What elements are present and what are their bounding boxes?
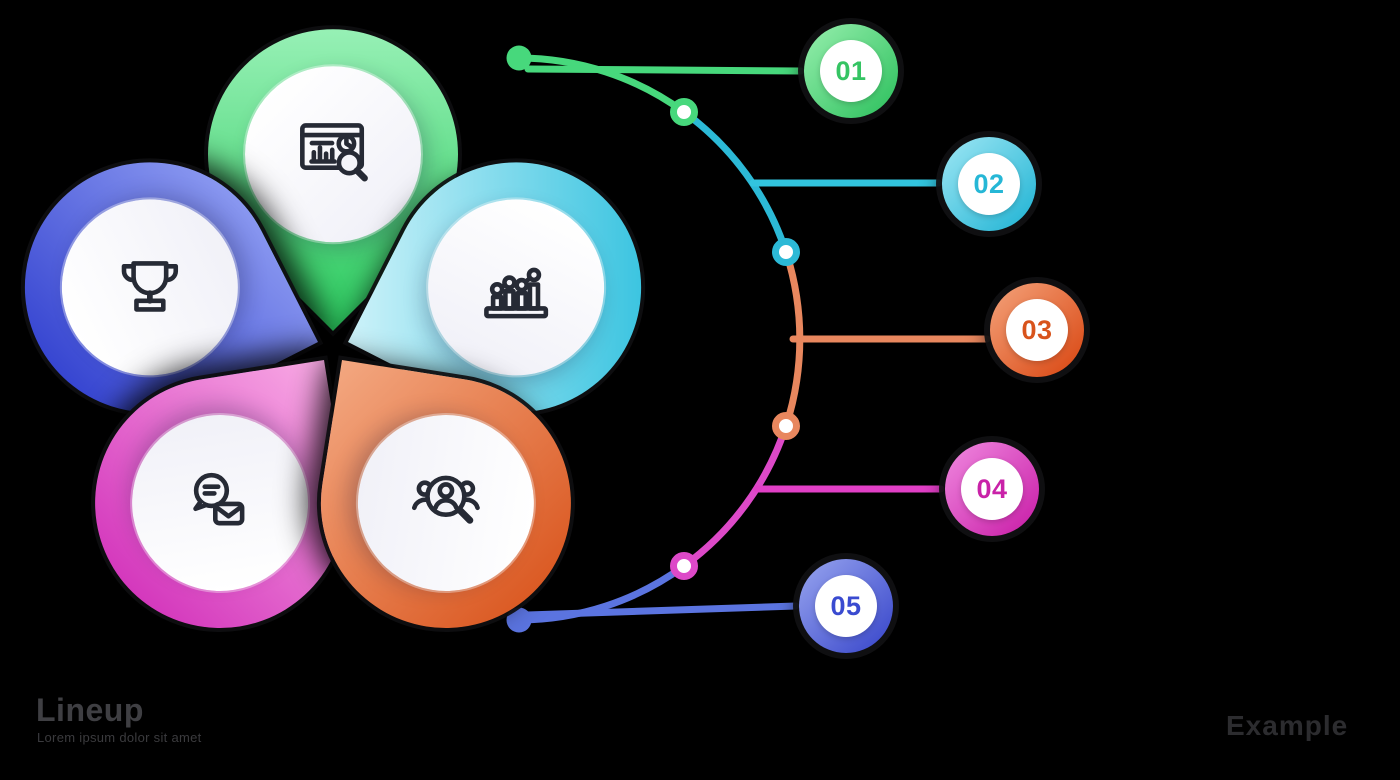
step-badge-02: 02 (942, 137, 1036, 231)
step-badge-01-disc: 01 (820, 40, 882, 102)
petal-communication (77, 360, 364, 647)
arc-node-dot-4 (670, 552, 698, 580)
presentation-analytics-icon (287, 108, 379, 200)
people-search-icon (400, 457, 492, 549)
arc-node-dot-1 (670, 98, 698, 126)
trophy-icon (104, 241, 196, 333)
petal-growth (348, 119, 685, 456)
step-line-01 (524, 65, 805, 75)
step-badge-03: 03 (990, 283, 1084, 377)
petal-analytics (156, 0, 510, 332)
step-number-05: 05 (830, 590, 862, 621)
arc-end-dot (506, 607, 532, 633)
step-badge-01: 01 (804, 24, 898, 118)
step-badge-04-disc: 04 (961, 458, 1023, 520)
petal-audience-disc (345, 402, 547, 604)
petal-achievement-disc (31, 169, 269, 406)
watermark-text: Example (1226, 710, 1349, 741)
arc-start-dot (506, 45, 532, 71)
petal-analytics-disc (208, 29, 458, 279)
step-badge-04: 04 (945, 442, 1039, 536)
step-badge-03-disc: 03 (1006, 299, 1068, 361)
arc-segment-5 (515, 562, 688, 624)
diagram-subtitle: Lorem ipsum dolor sit amet (37, 730, 202, 745)
step-badge-02-disc: 02 (958, 153, 1020, 215)
step-number-03: 03 (1021, 314, 1053, 345)
petal-communication-disc (119, 402, 321, 604)
petal-audience (302, 360, 589, 647)
arc-node-dot-2 (772, 238, 800, 266)
growth-chart-icon (470, 241, 562, 333)
step-line-05 (523, 602, 800, 619)
step-number-04: 04 (976, 473, 1008, 504)
petal-growth-disc (397, 169, 635, 406)
petal-achievement (0, 119, 319, 456)
step-number-01: 01 (835, 55, 867, 86)
arc-segment-2 (680, 108, 790, 256)
arc-segment-4 (680, 422, 790, 570)
arc-node-dot-3 (772, 412, 800, 440)
step-badge-05-disc: 05 (815, 575, 877, 637)
step-number-02: 02 (973, 168, 1005, 199)
step-badge-05: 05 (799, 559, 893, 653)
chat-message-icon (174, 457, 266, 549)
diagram-title: Lineup (36, 692, 144, 728)
